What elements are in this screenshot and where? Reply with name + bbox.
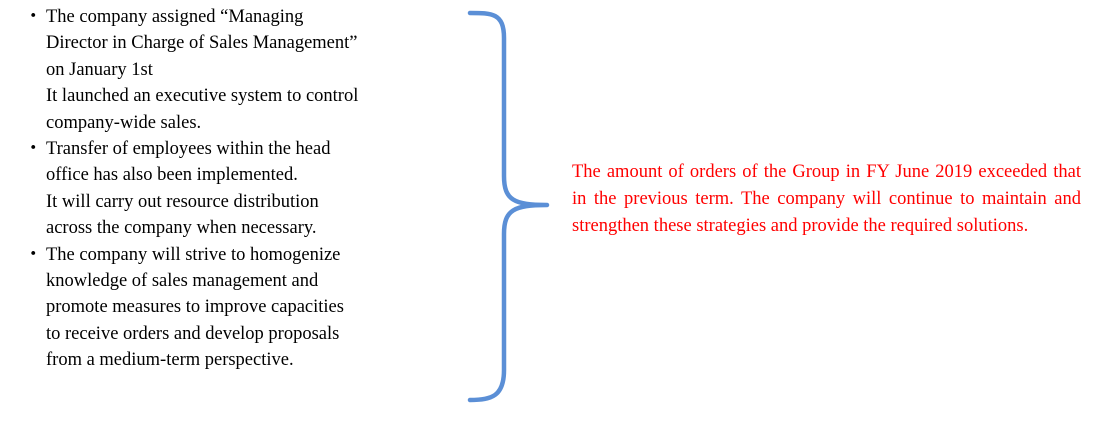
bullet-line: The company assigned “Managing: [46, 7, 304, 27]
bullet-item-employee-transfer: ・ Transfer of employees within the head …: [14, 136, 464, 242]
bullet-line: It will carry out resource distribution: [46, 191, 319, 212]
bullet-line: The company will strive to homogenize: [46, 244, 341, 265]
bullet-line: Transfer of employees within the head: [46, 139, 331, 160]
bullet-line: knowledge of sales management and: [46, 271, 319, 292]
brace-stroke: [467, 10, 550, 403]
bullet-line: to receive orders and develop proposals: [46, 323, 340, 344]
bullet-item-sales-knowledge: ・ The company will strive to homogenize …: [14, 242, 464, 374]
bullet-marker: ・: [24, 139, 43, 160]
bullet-line: across the company when necessary.: [46, 218, 317, 239]
bullet-marker: ・: [24, 7, 43, 27]
bullet-line: office has also been implemented.: [46, 165, 298, 186]
bullet-list: ・ The company assigned “Managing Directo…: [14, 4, 464, 374]
bullet-line: company-wide sales.: [46, 112, 202, 133]
bullet-item-executive-system: ・ The company assigned “Managing Directo…: [14, 4, 464, 136]
bullet-line: It launched an executive system to contr…: [46, 86, 359, 107]
bullet-line: promote measures to improve capacities: [46, 297, 344, 318]
bullet-line: Director in Charge of Sales Management”: [46, 33, 358, 54]
summary-text: The amount of orders of the Group in FY …: [572, 162, 1081, 236]
bullet-marker: ・: [24, 244, 43, 265]
right-brace-icon: [467, 10, 550, 403]
bullet-line: from a medium-term perspective.: [46, 350, 294, 371]
bullet-line: on January 1st: [46, 59, 153, 80]
